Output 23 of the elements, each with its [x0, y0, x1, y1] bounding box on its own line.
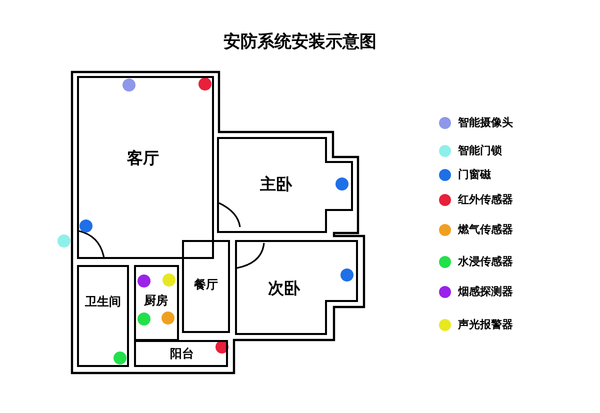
- room-label: 客厅: [127, 148, 159, 170]
- room-outline: [78, 266, 128, 366]
- legend-label: 水浸传感器: [458, 254, 513, 269]
- legend-label: 声光报警器: [458, 317, 513, 332]
- legend-label: 红外传感器: [458, 192, 513, 207]
- room-outline: [135, 266, 178, 340]
- room-label: 阳台: [170, 346, 194, 362]
- diagram-title: 安防系统安装示意图: [222, 31, 378, 53]
- legend-label: 燃气传感器: [458, 222, 513, 237]
- legend-label: 智能门锁: [458, 143, 502, 158]
- room-outline: [78, 77, 213, 258]
- legend-label: 门窗磁: [458, 167, 491, 182]
- room-outline: [183, 241, 229, 332]
- room-label: 餐厅: [194, 276, 218, 294]
- room-label: 卫生间: [85, 294, 121, 310]
- room-label: 次卧: [268, 278, 300, 300]
- legend-label: 智能摄像头: [458, 115, 513, 130]
- room-label: 厨房: [144, 292, 168, 310]
- room-outline: [135, 341, 227, 366]
- legend-label: 烟感探测器: [458, 284, 513, 299]
- room-outline: [236, 241, 357, 334]
- room-outline: [218, 138, 352, 232]
- room-label: 主卧: [260, 174, 292, 196]
